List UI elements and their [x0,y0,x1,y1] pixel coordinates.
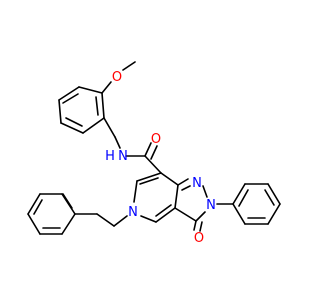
bond-c7-c6 [136,172,162,182]
bond-ph-d [267,203,281,225]
bond-bn-b2 [62,193,73,209]
amide-oxygen-label: O [151,132,161,147]
methoxy-oxygen-label: O [112,70,122,85]
bond-c7a-c7 [160,172,179,186]
bond-c4-c3a-b [155,204,172,217]
bond-ring1-ch2 [103,117,116,138]
bond-o-aryl [101,81,112,94]
bond-c4-c3a [155,207,176,223]
pyridine-n5-label: N [128,205,138,220]
bond-ch2-nh [114,136,121,149]
bond-ring1-e [82,117,105,134]
bond-methyl-o [122,61,136,71]
bond-ring1-f [101,92,105,119]
bond-ph-a [232,183,246,205]
bond-c3-c3a [174,207,197,222]
bond-c-c7 [144,155,162,174]
bond-n2-c3 [195,211,206,222]
bond-ring1-b2 [62,93,79,104]
bond-ring1-d2 [65,117,83,127]
bond-bn-g [61,213,76,235]
bond-c3a-c7a [174,184,179,209]
molecule-structure: O N H O N N N O [27,61,281,246]
bond-ph-a2 [238,189,249,207]
bond-ph-c2 [264,189,275,206]
bond-ch2-bn [96,213,115,227]
keto-oxygen-label: O [194,231,204,246]
atom-labels: O N H O N N N O [105,70,216,246]
amide-hydrogen-label: H [105,149,115,164]
bond-c7a-n1 [177,178,189,186]
bond-n5-ch2 [113,215,128,227]
bond-n1-n2 [202,185,208,198]
bond-ring1-f2 [95,96,99,116]
bonds [27,61,281,235]
pyrazole-n2-label: N [206,198,216,213]
bond-co-b [150,145,158,160]
bond-c3-o-b [199,221,203,232]
bond-bn-d [27,193,41,215]
amide-nitrogen-label: N [118,149,128,164]
bond-ph-f [232,203,246,225]
pyrazole-n1-label: N [192,176,202,191]
bond-n5-c4 [140,215,157,223]
bond-c3-o-a [193,220,197,231]
bond-ring1-a [78,86,103,94]
bond-bn-e [27,213,41,235]
bond-bn-d2 [33,199,43,215]
bond-ring1-c [58,99,62,124]
bond-ring1-b [58,86,80,101]
bond-c7a-n1-b [181,185,191,191]
bond-co-a [144,142,152,157]
bond-c7-c6-b [139,177,159,185]
bond-ring1-d [60,122,84,134]
bond-ph-c [267,183,281,205]
bond-c6-n5 [133,180,138,203]
